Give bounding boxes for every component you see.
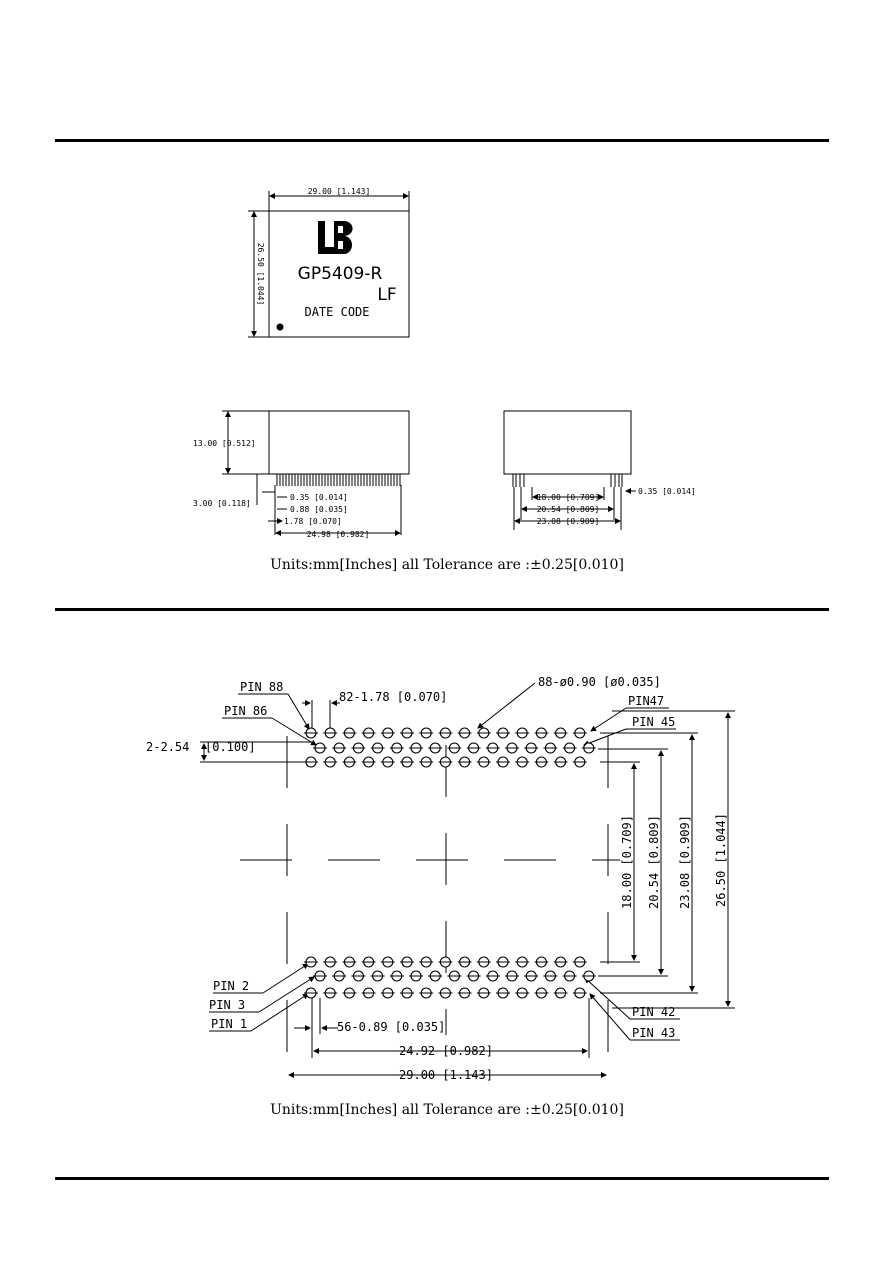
- span-dim: 24.92 [0.982]: [399, 1044, 493, 1058]
- units-note-2: Units:mm[Inches] all Tolerance are :±0.2…: [270, 1102, 624, 1118]
- pin-42-label: PIN 42: [632, 1005, 675, 1019]
- end-dim-0: 18.00 [0.709]: [537, 493, 600, 502]
- divider-middle: [55, 608, 829, 611]
- hb-logo-icon: [318, 221, 353, 254]
- pin-holes: [304, 727, 596, 999]
- pin-1-label: PIN 1: [211, 1017, 247, 1031]
- side-height-dim: 13.00 [0.512]: [193, 439, 256, 448]
- row-spacing-dim: 2-2.54: [146, 740, 189, 754]
- pin-86-label: PIN 86: [224, 704, 267, 718]
- part-number: GP5409-R: [298, 264, 383, 284]
- vert-dim-1: 20.54 [0.809]: [647, 815, 661, 909]
- side-dim-1: 0.88 [0.035]: [290, 505, 348, 514]
- lf-mark: LF: [377, 285, 396, 305]
- vert-dim-0: 18.00 [0.709]: [620, 815, 634, 909]
- date-code: DATE CODE: [304, 305, 369, 319]
- pin1-dot-icon: [276, 323, 284, 331]
- pin-47-label: PIN47: [628, 694, 664, 708]
- end-view: 18.00 [0.709] 20.54 [0.809] 23.08 [0.909…: [503, 410, 696, 530]
- side-pin-length-dim: 3.00 [0.118]: [193, 499, 251, 508]
- divider-bottom: [55, 1177, 829, 1180]
- pitch-spec: 82-1.78 [0.070]: [339, 690, 447, 704]
- side-dim-2: 1.78 [0.070]: [284, 517, 342, 526]
- side-dim-0: 0.35 [0.014]: [290, 493, 348, 502]
- top-width-dim: 29.00 [1.143]: [308, 187, 371, 196]
- width-dim: 29.00 [1.143]: [399, 1068, 493, 1082]
- top-height-dim: 26.50 [1.044]: [256, 243, 265, 306]
- pcb-footprint: 2-2.54 [0.100] 82-1.78 [0.070] 88-ø0.90 …: [146, 675, 735, 1082]
- vert-dim-3: 26.50 [1.044]: [714, 813, 728, 907]
- units-note-1: Units:mm[Inches] all Tolerance are :±0.2…: [270, 557, 624, 573]
- pin-3-label: PIN 3: [209, 998, 245, 1012]
- top-view: 29.00 [1.143] 26.50 [1.044] GP5409-R LF …: [248, 187, 410, 338]
- end-dim-2: 23.08 [0.909]: [537, 517, 600, 526]
- end-pin-dim: 0.35 [0.014]: [638, 487, 696, 496]
- vert-dim-2: 23.08 [0.909]: [678, 815, 692, 909]
- row-spacing-inch: [0.100]: [205, 740, 256, 754]
- package-outline: [268, 210, 410, 338]
- hole-spec: 88-ø0.90 [ø0.035]: [538, 675, 661, 689]
- end-dim-1: 20.54 [0.809]: [537, 505, 600, 514]
- side-dim-3: 24.98 [0.982]: [307, 530, 370, 539]
- hole-pitch-dim: 56-0.89 [0.035]: [337, 1020, 445, 1034]
- pin-2-label: PIN 2: [213, 979, 249, 993]
- divider-top: [55, 139, 829, 142]
- side-view: 13.00 [0.512] 3.00 [0.118] 0.35 [0.014] …: [193, 410, 410, 539]
- pin-45-label: PIN 45: [632, 715, 675, 729]
- pin-88-label: PIN 88: [240, 680, 283, 694]
- pin-43-label: PIN 43: [632, 1026, 675, 1040]
